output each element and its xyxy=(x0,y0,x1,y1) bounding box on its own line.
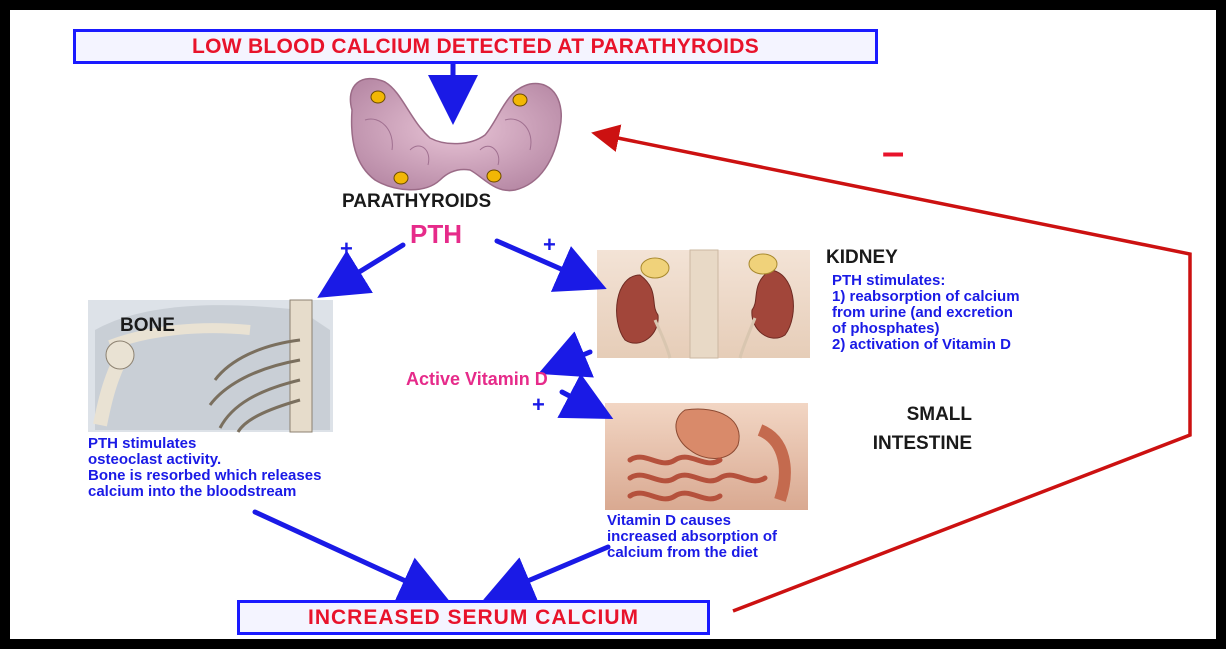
arrow-vitamin-d-to-intestine xyxy=(562,392,600,412)
low-calcium-box: LOW BLOOD CALCIUM DETECTED AT PARATHYROI… xyxy=(73,29,878,64)
plus-sign-kidney: + xyxy=(543,232,556,258)
bone-description: PTH stimulates osteoclast activity. Bone… xyxy=(88,436,321,500)
small-intestine-label: SMALL INTESTINE xyxy=(822,400,972,458)
kidney-illustration xyxy=(597,250,810,358)
arrow-intestine-to-serum xyxy=(497,547,608,594)
pth-label: PTH xyxy=(410,219,462,250)
parathyroid-gland-illustration xyxy=(350,79,561,191)
active-vitamin-d-label: Active Vitamin D xyxy=(406,369,548,390)
intestine-description: Vitamin D causes increased absorption of… xyxy=(607,513,777,561)
increased-serum-calcium-box: INCREASED SERUM CALCIUM xyxy=(237,600,710,635)
minus-sign: – xyxy=(882,130,904,175)
arrow-bone-to-serum xyxy=(255,512,436,595)
plus-sign-bone: + xyxy=(340,236,353,262)
kidney-description: PTH stimulates: 1) reabsorption of calci… xyxy=(832,273,1020,353)
intestine-illustration xyxy=(605,403,808,510)
arrow-kidney-to-vitamin-d xyxy=(552,352,590,368)
bone-label: BONE xyxy=(120,315,175,337)
parathyroids-label: PARATHYROIDS xyxy=(342,191,491,213)
plus-sign-intestine: + xyxy=(532,392,545,418)
kidney-label: KIDNEY xyxy=(826,247,898,269)
